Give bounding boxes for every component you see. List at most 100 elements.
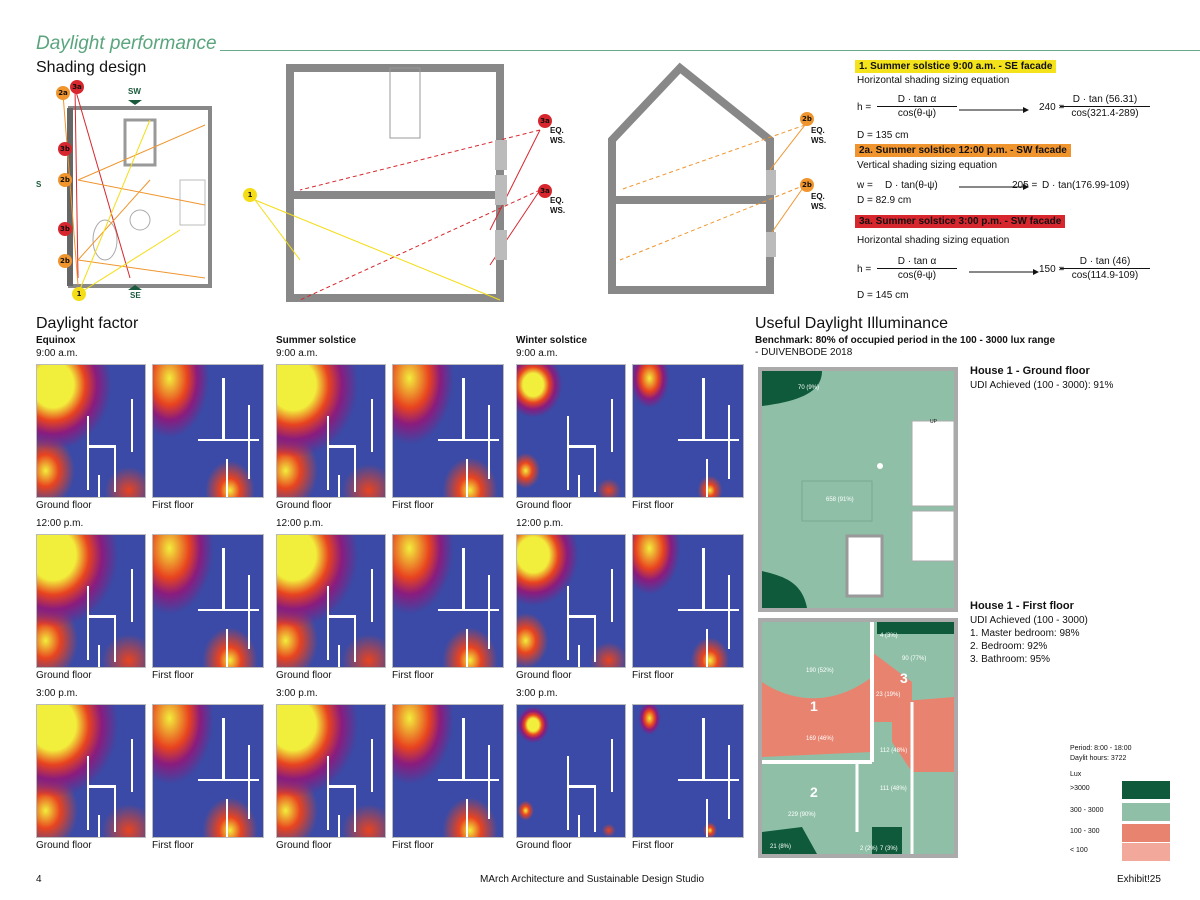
df-group-summer: Summer solstice — [276, 335, 357, 346]
df-time-winter-0: 9:00 a.m. — [516, 348, 558, 359]
udi-first-heading: House 1 - First floor — [970, 600, 1074, 612]
df-label-ground-winter-1: Ground floor — [516, 670, 572, 681]
eq1-lhs: h = — [857, 102, 872, 113]
df-time-equinox-2: 3:00 p.m. — [36, 688, 78, 699]
s-label: S — [36, 180, 42, 189]
eq1-type: Horizontal shading sizing equation — [857, 75, 1010, 86]
eq3-lhs: h = — [857, 264, 872, 275]
section-badge-1: 1 — [243, 188, 257, 202]
eq3-type: Horizontal shading sizing equation — [857, 235, 1010, 246]
df-heatmap-equinox-ground-2 — [36, 704, 146, 838]
plan-badge-2a: 2a — [56, 86, 70, 100]
ws-label-1: WS. — [550, 136, 566, 145]
legend-label-2: 100 - 300 — [1070, 828, 1100, 835]
eq3-tag: 3a. Summer solstice 3:00 p.m. - SW facad… — [855, 215, 1066, 228]
df-label-ground-equinox-1: Ground floor — [36, 670, 92, 681]
df-heatmap-equinox-ground-0 — [36, 364, 146, 498]
df-label-ground-summer-2: Ground floor — [276, 840, 332, 851]
eq2-expr: D · tan(θ-ψ) — [885, 180, 938, 191]
udi-heading: Useful Daylight Illuminance — [755, 315, 948, 332]
shading-plan-drawing — [62, 87, 212, 295]
df-label-first-winter-2: First floor — [632, 840, 674, 851]
df-label-first-winter-0: First floor — [632, 500, 674, 511]
page-number: 4 — [36, 874, 42, 885]
eq-label-2: EQ. — [550, 196, 564, 205]
ws-label-4: WS. — [811, 202, 827, 211]
df-label-first-summer-2: First floor — [392, 840, 434, 851]
udi-first-label-g: 111 (48%) — [880, 786, 907, 792]
footer-center-text: MArch Architecture and Sustainable Desig… — [480, 874, 705, 885]
df-heatmap-winter-first-0 — [632, 364, 744, 498]
df-time-equinox-0: 9:00 a.m. — [36, 348, 78, 359]
udi-first-label-e: 23 (19%) — [876, 692, 901, 698]
shading-plan: 2a 3a 3b 2b 3b 2b 1 SW SE S — [30, 80, 230, 305]
udi-first-label-b: 169 (46%) — [806, 736, 834, 742]
df-label-first-summer-0: First floor — [392, 500, 434, 511]
plan-badge-2b: 2b — [58, 173, 72, 187]
section-drawing-1: 1 3a EQ. WS. 3a EQ. WS. — [240, 60, 570, 305]
df-label-first-equinox-1: First floor — [152, 670, 194, 681]
udi-ground-heading: House 1 - Ground floor — [970, 365, 1090, 377]
udi-first-label-a: 190 (52%) — [806, 668, 834, 674]
legend-swatch-0 — [1122, 781, 1170, 799]
section-badge-3a-bottom: 3a — [538, 184, 552, 198]
df-label-first-equinox-0: First floor — [152, 500, 194, 511]
udi-first-shapes — [762, 622, 954, 854]
eq-label-4: EQ. — [811, 192, 825, 201]
df-heatmap-equinox-first-2 — [152, 704, 264, 838]
udi-first-label-i: 21 (8%) — [770, 844, 792, 850]
section-badge-2b-bottom: 2b — [800, 178, 814, 192]
shading-design-heading: Shading design — [36, 59, 147, 76]
df-heatmap-summer-ground-0 — [276, 364, 386, 498]
udi-ground-result: UDI Achieved (100 - 3000): 91% — [970, 380, 1114, 391]
eq-label-3: EQ. — [811, 126, 825, 135]
udi-first-label-h: 229 (90%) — [788, 812, 816, 818]
eq1-result: D = 135 cm — [857, 130, 909, 141]
udi-first-label-k: 7 (3%) — [880, 846, 898, 852]
df-label-ground-summer-1: Ground floor — [276, 670, 332, 681]
df-heatmap-equinox-first-1 — [152, 534, 264, 668]
section-1-drawing — [254, 64, 541, 302]
plan-badge-1: 1 — [72, 287, 86, 301]
df-label-ground-winter-2: Ground floor — [516, 840, 572, 851]
df-time-winter-1: 12:00 p.m. — [516, 518, 564, 529]
df-heatmap-winter-ground-2 — [516, 704, 626, 838]
df-heatmap-summer-first-2 — [392, 704, 504, 838]
df-time-summer-1: 12:00 p.m. — [276, 518, 324, 529]
eq3-value: 150 = — [1039, 264, 1065, 275]
eq3-arrow-icon — [969, 269, 1039, 275]
udi-first-item-2: 2. Bedroom: 92% — [970, 641, 1048, 652]
udi-first-item-3: 3. Bathroom: 95% — [970, 654, 1051, 665]
df-label-ground-summer-0: Ground floor — [276, 500, 332, 511]
eq1-value: 240 = — [1039, 102, 1065, 113]
df-heatmap-summer-ground-1 — [276, 534, 386, 668]
udi-first-label-d: 90 (77%) — [902, 656, 927, 662]
section-2-drawing — [608, 62, 806, 294]
df-time-winter-2: 3:00 p.m. — [516, 688, 558, 699]
df-heatmap-summer-ground-2 — [276, 704, 386, 838]
udi-ground-label-a: 70 (9%) — [798, 385, 820, 391]
legend-label-3: < 100 — [1070, 847, 1088, 854]
plan-badge-3a: 3a — [70, 80, 84, 94]
df-time-summer-2: 3:00 p.m. — [276, 688, 318, 699]
se-label: SE — [130, 291, 141, 300]
eq2-rhs: D · tan(176.99-109) — [1042, 180, 1130, 191]
df-time-summer-0: 9:00 a.m. — [276, 348, 318, 359]
df-time-equinox-1: 12:00 p.m. — [36, 518, 84, 529]
ws-label-3: WS. — [811, 136, 827, 145]
udi-first-plan: 1 2 3 190 (52%) 169 (46%) 4 (3%) 90 (77%… — [758, 618, 958, 858]
df-group-equinox: Equinox — [36, 335, 76, 346]
eq1-arrow-icon — [959, 107, 1029, 113]
plan-badge-2b-lower: 2b — [58, 254, 72, 268]
legend-swatch-2 — [1122, 824, 1170, 842]
udi-first-label-c: 4 (3%) — [880, 633, 898, 639]
udi-room-2: 2 — [810, 784, 818, 800]
eq2-type: Vertical shading sizing equation — [857, 160, 998, 171]
sw-label: SW — [128, 87, 141, 96]
df-label-ground-winter-0: Ground floor — [516, 500, 572, 511]
udi-ground-shapes — [762, 371, 954, 608]
df-heatmap-winter-ground-1 — [516, 534, 626, 668]
df-group-winter: Winter solstice — [516, 335, 588, 346]
section-drawing-2: 2b EQ. WS. 2b EQ. WS. — [600, 60, 840, 305]
